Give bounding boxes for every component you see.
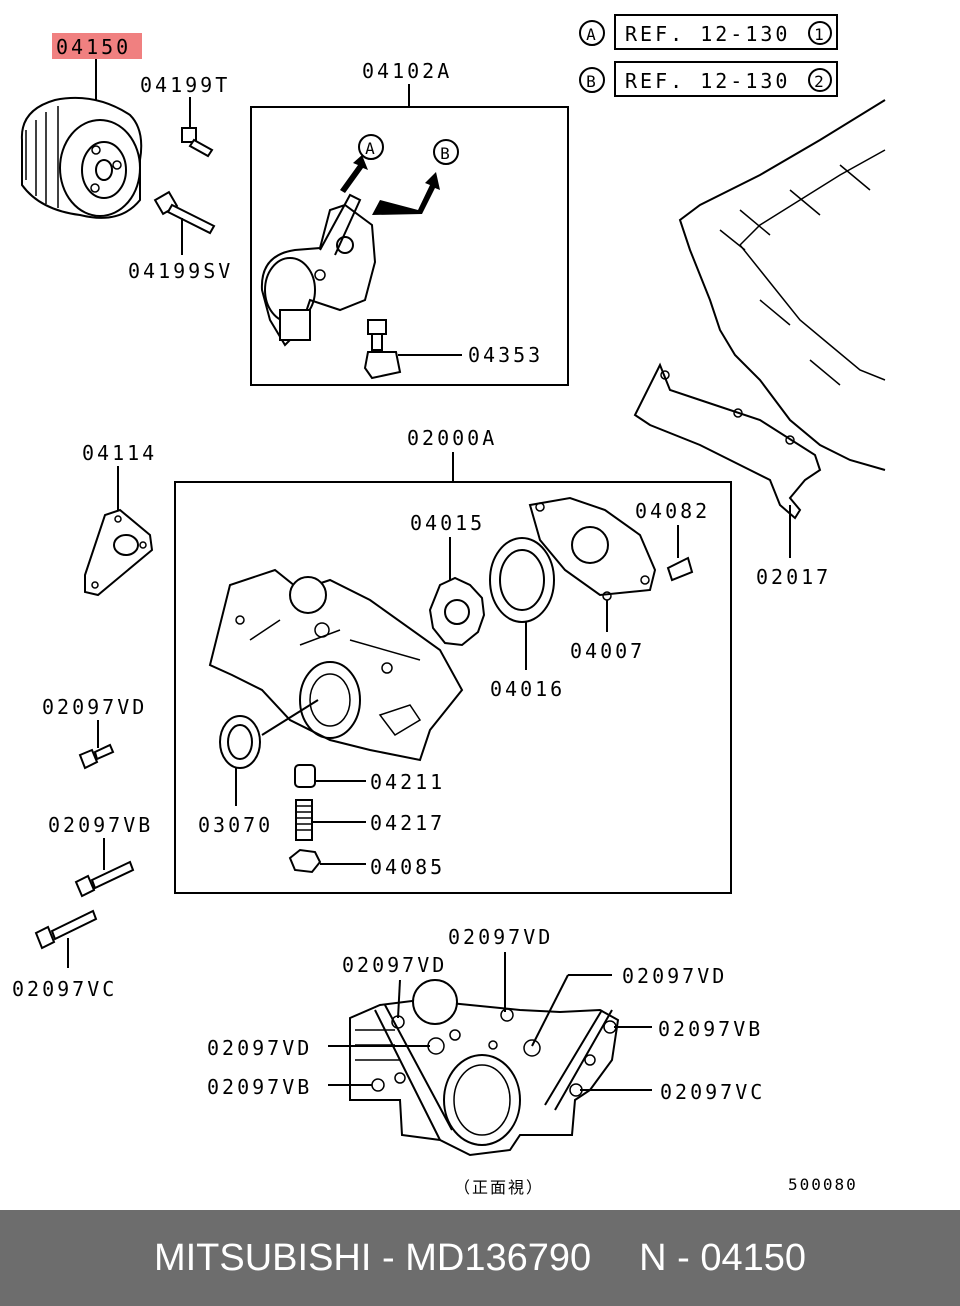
relief-plunger-04211[interactable]	[294, 764, 316, 788]
ref-b-text: REF. 12-130	[625, 69, 790, 93]
front-view-caption: （正面視）	[454, 1178, 544, 1197]
screw-04082[interactable]	[666, 556, 694, 582]
inner-rotor-04015[interactable]	[428, 576, 486, 647]
label-02097VB-left[interactable]: 02097VB	[48, 813, 153, 837]
footer-position: N - 04150	[639, 1236, 807, 1279]
label-02097VD-top[interactable]: 02097VD	[448, 925, 553, 949]
label-02097VB-lower-left[interactable]: 02097VB	[207, 1075, 312, 1099]
ref-a-marker: A	[586, 25, 598, 44]
footer-part-number[interactable]: MD136790	[405, 1236, 592, 1279]
engine-block-outline	[678, 99, 886, 471]
label-04353[interactable]: 04353	[468, 343, 543, 367]
label-04199T[interactable]: 04199T	[140, 73, 230, 97]
ref-b-num: 2	[814, 72, 826, 91]
gasket-04114[interactable]	[84, 508, 154, 597]
bolt-02097VB[interactable]	[74, 860, 135, 898]
label-02097VB-right[interactable]: 02097VB	[658, 1017, 763, 1041]
label-04007[interactable]: 04007	[570, 639, 645, 663]
label-04199SV[interactable]: 04199SV	[128, 259, 233, 283]
label-04082[interactable]: 04082	[635, 499, 710, 523]
part-footer: MITSUBISHI - MD136790 N - 04150	[0, 1210, 960, 1306]
svg-text:A: A	[365, 139, 377, 158]
front-view-pump[interactable]	[349, 979, 620, 1157]
footer-brand: MITSUBISHI	[153, 1236, 372, 1279]
label-02097VD-upper-left[interactable]: 02097VD	[342, 953, 447, 977]
label-04114[interactable]: 04114	[82, 441, 157, 465]
label-02097VD-mid-left[interactable]: 02097VD	[207, 1036, 312, 1060]
label-02097VC-right[interactable]: 02097VC	[660, 1080, 765, 1104]
label-04015[interactable]: 04015	[410, 511, 485, 535]
bolt-02097VD[interactable]	[78, 743, 115, 770]
bolt-04199SV[interactable]	[153, 190, 216, 235]
label-04211[interactable]: 04211	[370, 770, 445, 794]
oil-filter-part[interactable]	[20, 96, 143, 219]
label-02097VD-left[interactable]: 02097VD	[42, 695, 147, 719]
box-04102A	[250, 106, 569, 386]
label-02097VC-left[interactable]: 02097VC	[12, 977, 117, 1001]
ref-a-text: REF. 12-130	[625, 22, 790, 46]
oil-pressure-switch[interactable]	[363, 319, 402, 380]
bolt-02097VC[interactable]	[34, 909, 98, 950]
diagram-code: 500080	[788, 1175, 858, 1194]
label-04085[interactable]: 04085	[370, 855, 445, 879]
bolt-04199T[interactable]	[181, 127, 214, 158]
outer-rotor-04016[interactable]	[489, 537, 555, 623]
oil-seal-03070[interactable]	[219, 715, 261, 769]
label-02000A[interactable]: 02000A	[407, 426, 497, 450]
label-03070[interactable]: 03070	[198, 813, 273, 837]
parts-diagram: A REF. 12-130 1 B REF. 12-130 2 04150 04…	[12, 14, 886, 1197]
label-04150[interactable]: 04150	[56, 35, 131, 59]
highlight-box	[52, 33, 142, 59]
label-04102A[interactable]: 04102A	[362, 59, 452, 83]
oil-filter-bracket-part[interactable]	[260, 193, 377, 347]
svg-text:B: B	[440, 144, 452, 163]
label-04016[interactable]: 04016	[490, 677, 565, 701]
oil-pump-case[interactable]	[208, 568, 464, 762]
ref-b-marker: B	[586, 72, 598, 91]
ref-a-num: 1	[814, 25, 826, 44]
box-02000A	[174, 481, 732, 894]
plug-04085[interactable]	[288, 848, 322, 874]
arrow-a: A	[340, 134, 384, 193]
pump-cover-04007[interactable]	[528, 496, 657, 601]
relief-spring-04217[interactable]	[295, 799, 313, 841]
ref-a[interactable]: A REF. 12-130 1	[579, 14, 838, 50]
ref-b[interactable]: B REF. 12-130 2	[579, 61, 838, 97]
label-02097VD-upper-right[interactable]: 02097VD	[622, 964, 727, 988]
arrow-b: B	[372, 139, 459, 215]
gasket-02017[interactable]	[633, 362, 822, 520]
label-02017[interactable]: 02017	[756, 565, 831, 589]
label-04217[interactable]: 04217	[370, 811, 445, 835]
footer-separator: -	[371, 1236, 406, 1279]
